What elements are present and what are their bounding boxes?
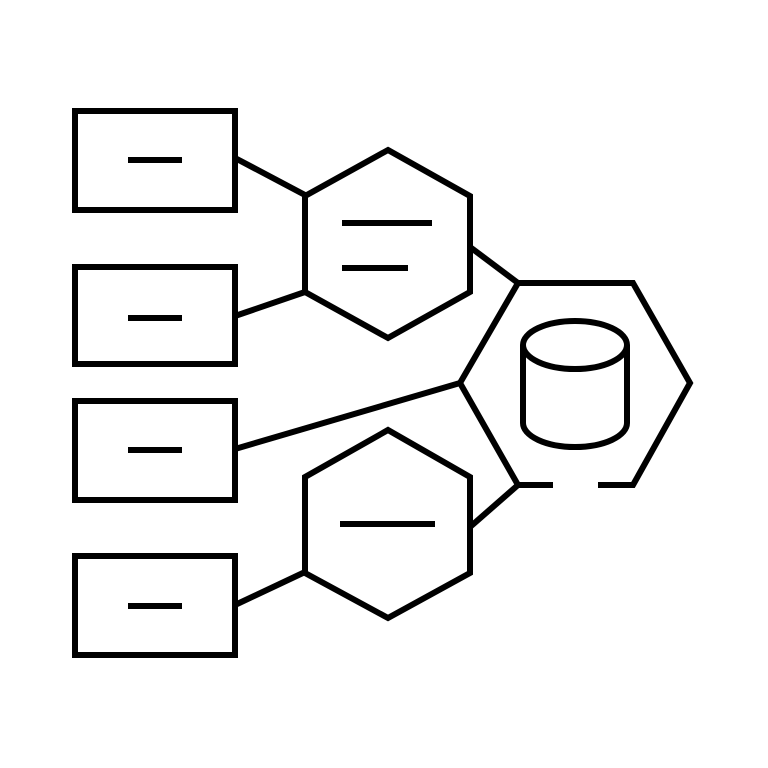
description-box-2 xyxy=(72,264,238,367)
connector-box4-hex-lower xyxy=(233,569,307,608)
connector-box2-hex-upper xyxy=(234,289,306,319)
connector-hex-lower-root xyxy=(468,482,520,530)
description-box-3 xyxy=(72,398,238,503)
hub-hexagon-lower xyxy=(302,426,473,622)
database-hexagon xyxy=(456,280,694,488)
database-cylinder-icon xyxy=(520,318,630,450)
hub-hexagon-upper xyxy=(302,146,473,342)
connector-box3-root xyxy=(234,380,461,452)
description-box-4 xyxy=(72,553,238,658)
connector-box1-hex-upper xyxy=(233,155,307,198)
description-box-1 xyxy=(72,108,238,213)
connector-hex-upper-root xyxy=(468,244,520,286)
